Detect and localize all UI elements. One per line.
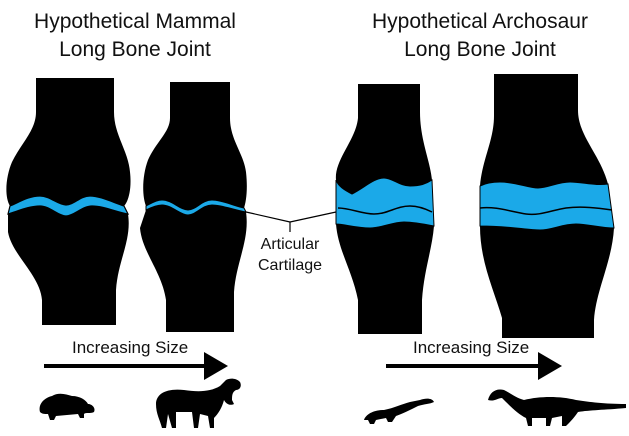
increasing-size-label-right: Increasing Size [413,338,529,358]
archosaur-title: Hypothetical Archosaur Long Bone Joint [360,8,600,64]
archosaur-joint-large-cartilage [480,182,614,230]
archosaur-title-line-2: Long Bone Joint [360,36,600,64]
large-mammal-silhouette-icon [156,379,241,428]
cartilage-label-line-2: Cartilage [254,255,326,276]
mammal-joint-large-upper-bone [143,82,247,210]
articular-cartilage-label: Articular Cartilage [254,234,326,276]
archosaur-joint-large-lower-bone [480,224,614,338]
archosaur-title-line-1: Hypothetical Archosaur [360,8,600,36]
mammal-title: Hypothetical Mammal Long Bone Joint [20,8,250,64]
archosaur-joint-small-upper-bone [336,84,432,194]
mammal-joint-small-upper-bone [6,78,130,206]
archosaur-joint-small-lower-bone [336,222,434,334]
mammal-joint-large [140,82,247,332]
cartilage-leader-lines [246,212,336,232]
mammal-joint-small-lower-bone [8,206,129,325]
mammal-title-line-2: Long Bone Joint [20,36,250,64]
mammal-joint-small [6,78,130,325]
archosaur-joint-small [336,84,434,334]
small-archosaur-silhouette-icon [364,399,434,424]
large-archosaur-silhouette-icon [488,389,626,426]
mammal-title-line-1: Hypothetical Mammal [20,8,250,36]
archosaur-joint-large [480,74,614,338]
mammal-joint-large-lower-bone [140,205,247,332]
increasing-size-label-left: Increasing Size [72,338,188,358]
small-mammal-silhouette-icon [40,394,95,420]
cartilage-label-line-1: Articular [254,234,326,255]
archosaur-joint-large-upper-bone [480,74,608,188]
